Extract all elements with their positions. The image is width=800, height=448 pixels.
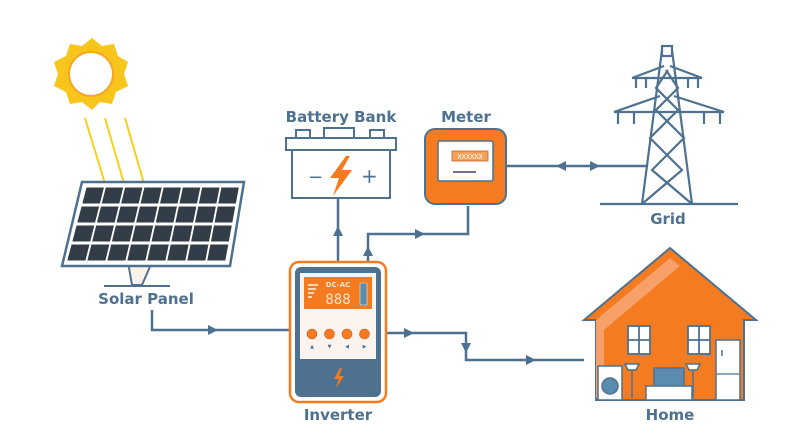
- panel-cell: [116, 206, 139, 223]
- lamp-icon: [623, 363, 702, 398]
- house-icon: [581, 246, 759, 401]
- solar-panel-label: Solar Panel: [98, 290, 194, 308]
- arrow-to-home: [526, 355, 536, 365]
- panel-cell: [187, 244, 209, 261]
- panel-cell: [175, 206, 197, 223]
- inverter-button[interactable]: [306, 328, 318, 340]
- panel-cell: [87, 244, 110, 261]
- transmission-tower-icon: [600, 44, 738, 206]
- inverter-icon: ▲ ▼ ◀ ▶: [288, 260, 388, 404]
- panel-cell: [147, 244, 169, 261]
- panel-cell: [67, 244, 90, 261]
- inverter-buttons: ▲ ▼ ◀ ▶: [306, 328, 370, 350]
- fridge-icon: [715, 339, 741, 401]
- panel-cell: [194, 206, 216, 223]
- panel-cell: [107, 244, 130, 261]
- arrow-inverter-up: [363, 246, 373, 256]
- panel-cell: [82, 187, 104, 204]
- arrow-to-meter: [415, 229, 425, 239]
- panel-cell: [127, 244, 149, 261]
- sun-icon: [54, 38, 151, 205]
- panel-cell: [207, 244, 229, 261]
- panel-cell: [171, 225, 193, 242]
- inverter-bolt-icon: [334, 368, 344, 388]
- panel-cells: [67, 187, 239, 261]
- arrow-solar-to-inverter: [208, 325, 218, 335]
- panel-cell: [210, 225, 232, 242]
- battery-level-icon: [359, 282, 368, 306]
- panel-cell: [121, 187, 143, 204]
- panel-cell: [167, 244, 189, 261]
- panel-cell: [160, 187, 182, 204]
- inverter-button-arrow-icon: ◀: [345, 344, 349, 350]
- panel-cell: [218, 187, 239, 204]
- inverter-button-arrow-icon: ▶: [363, 344, 367, 350]
- tv-icon: [653, 367, 685, 387]
- inverter-label: Inverter: [304, 406, 373, 424]
- electric-meter-icon: [424, 128, 507, 205]
- inverter-button-arrow-icon: ▼: [328, 344, 332, 350]
- panel-cell: [92, 225, 114, 242]
- panel-cell: [191, 225, 213, 242]
- inverter-button[interactable]: [359, 328, 370, 340]
- panel-cell: [214, 206, 236, 223]
- panel-cell: [101, 187, 124, 204]
- panel-cell: [131, 225, 154, 242]
- inverter-display-digits: 888: [325, 292, 350, 308]
- tv-stand: [645, 385, 693, 401]
- lightning-icon: [330, 156, 352, 196]
- connectors: [150, 161, 648, 365]
- inverter-mode-text: DC-AC: [326, 281, 351, 289]
- arrow-down-to-home: [461, 343, 471, 353]
- edge-inverter-to-home: [384, 331, 584, 362]
- arrow-meter-grid-right: [590, 161, 600, 171]
- battery-bank-label: Battery Bank: [286, 108, 398, 126]
- panel-cell: [96, 206, 119, 223]
- panel-cell: [151, 225, 173, 242]
- arrow-inverter-to-battery: [333, 226, 343, 236]
- meter-reading: XXXXXX: [457, 153, 483, 161]
- inverter-button[interactable]: [341, 328, 353, 340]
- inverter-button-arrow-icon: ▲: [310, 344, 314, 350]
- panel-cell: [179, 187, 201, 204]
- solar-panel-icon: [60, 180, 246, 287]
- grid-label: Grid: [650, 210, 686, 228]
- arrow-inverter-right: [404, 328, 414, 338]
- signal-icon: [308, 284, 318, 298]
- panel-cell: [72, 225, 95, 242]
- panel-cell: [140, 187, 162, 204]
- panel-cell: [77, 206, 100, 223]
- arrow-meter-grid-left: [556, 161, 566, 171]
- edge-solar-to-inverter: [150, 310, 290, 332]
- panel-cell: [111, 225, 134, 242]
- panel-cell: [198, 187, 220, 204]
- inverter-button[interactable]: [324, 328, 335, 340]
- battery-minus: −: [308, 167, 323, 188]
- home-label: Home: [646, 406, 695, 424]
- meter-label: Meter: [441, 108, 491, 126]
- panel-cell: [136, 206, 158, 223]
- battery-plus: +: [361, 164, 378, 188]
- panel-cell: [155, 206, 177, 223]
